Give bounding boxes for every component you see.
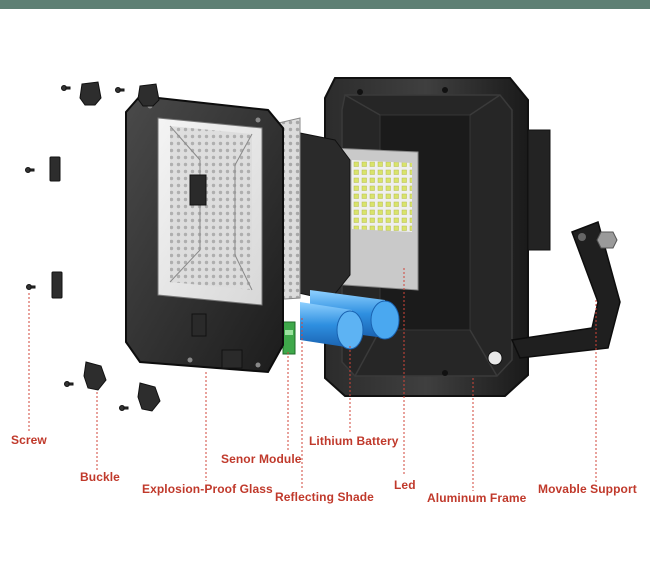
explosion-proof-glass-part [125,94,284,374]
movable-support-part [510,221,621,359]
label-led: Led [394,478,416,492]
label-reflecting-shade: Reflecting Shade [275,490,374,504]
led-board-part [329,147,419,291]
leader-lines [28,268,597,491]
header-bar [0,0,650,9]
sensor-module-part [282,321,296,355]
label-movable-support: Movable Support [538,482,637,496]
label-aluminum-frame: Aluminum Frame [427,491,527,505]
screw-parts [25,85,129,411]
lithium-battery-part [300,290,400,350]
label-screw: Screw [11,433,47,447]
buckle-parts [49,81,161,412]
label-lithium-battery: Lithium Battery [309,434,399,448]
label-explosion-proof-glass: Explosion-Proof Glass [142,482,273,496]
label-sensor-module: Senor Module [221,452,302,466]
label-buckle: Buckle [80,470,120,484]
